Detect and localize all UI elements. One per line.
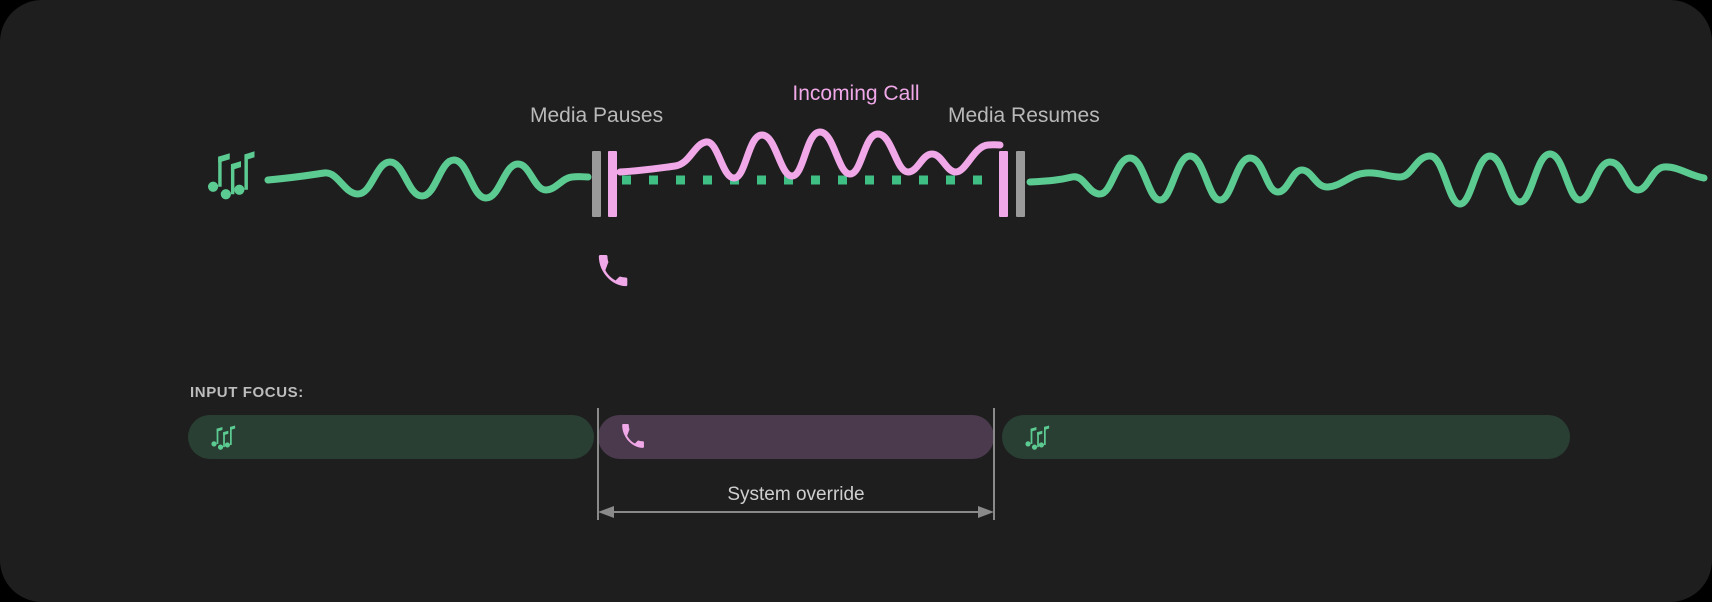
- focus-segment-media-1[interactable]: [188, 415, 594, 459]
- focus-segment-media-2[interactable]: [1002, 415, 1570, 459]
- media-waveform-after: [1030, 154, 1704, 204]
- music-notes-icon: [208, 151, 255, 199]
- incoming-call-label: Incoming Call: [0, 82, 1712, 106]
- override-arrow-head-left: [598, 506, 614, 518]
- music-notes-icon: [1024, 424, 1050, 450]
- override-arrow-head-right: [978, 506, 994, 518]
- audio-waveform-timeline: [0, 120, 1712, 230]
- pause-bar-gray-right: [1016, 151, 1025, 217]
- phone-icon: [596, 252, 630, 292]
- music-notes-icon: [210, 424, 236, 450]
- media-waveform-before: [268, 160, 588, 198]
- pause-bar-pink-right: [999, 151, 1008, 217]
- call-waveform: [620, 132, 1000, 178]
- pause-bar-pink-left: [608, 151, 617, 217]
- system-override-bracket: [590, 408, 1002, 528]
- pause-bar-gray-left: [592, 151, 601, 217]
- input-focus-heading: INPUT FOCUS:: [190, 384, 304, 401]
- system-override-label: System override: [598, 484, 994, 506]
